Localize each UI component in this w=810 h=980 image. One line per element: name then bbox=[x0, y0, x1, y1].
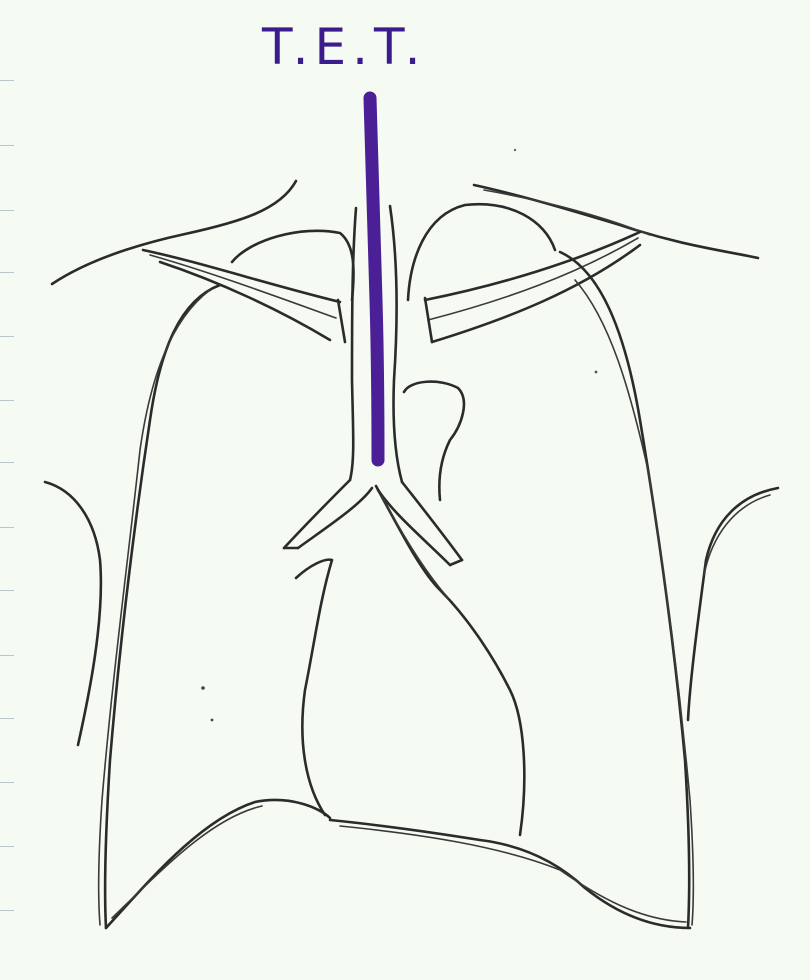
left-side-contour bbox=[45, 482, 101, 745]
right-side-contour bbox=[688, 488, 778, 720]
left-clavicle bbox=[143, 250, 345, 342]
heart-silhouette bbox=[296, 486, 524, 835]
pencil-specks bbox=[201, 149, 597, 722]
tube-label: T.E.T. bbox=[262, 18, 442, 76]
endotracheal-tube-icon bbox=[370, 98, 378, 460]
right-lung-outline bbox=[99, 231, 354, 928]
right-main-bronchus bbox=[284, 480, 372, 548]
left-lung-outline bbox=[330, 204, 693, 928]
neck-shoulder-outline bbox=[52, 181, 758, 284]
left-main-bronchus bbox=[378, 482, 462, 565]
right-clavicle bbox=[425, 232, 640, 342]
aortic-knob bbox=[404, 382, 464, 500]
